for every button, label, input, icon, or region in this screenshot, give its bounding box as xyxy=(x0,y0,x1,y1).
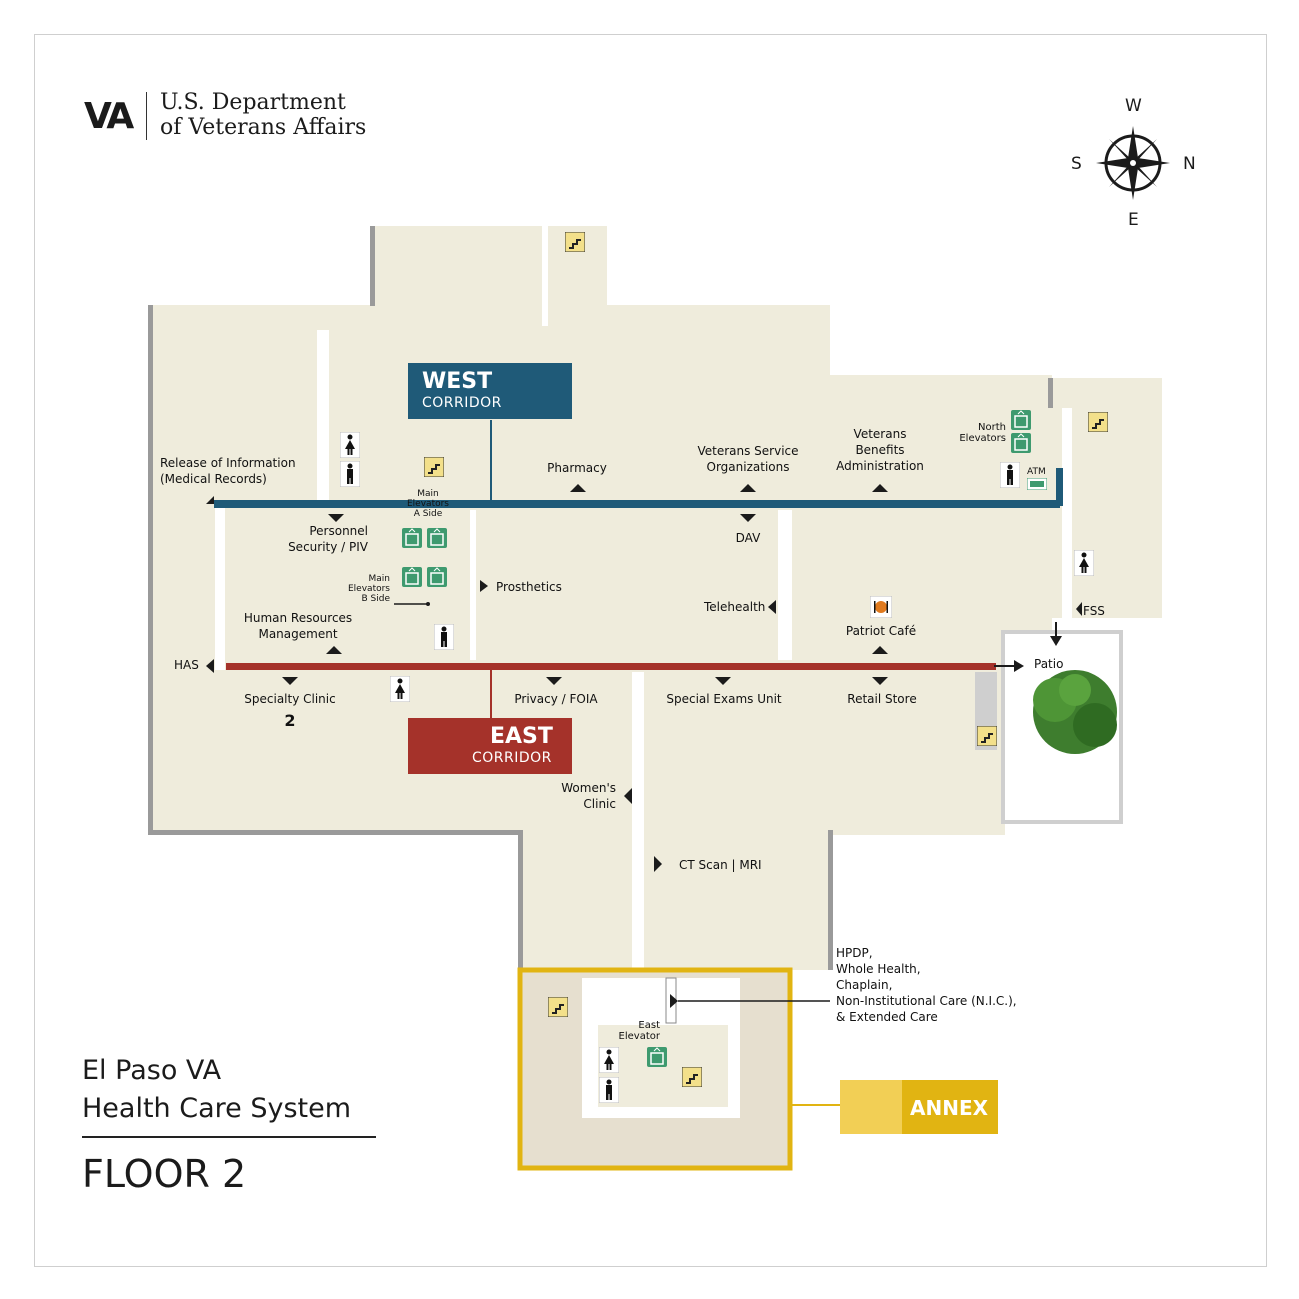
womens-clinic-label: Women's Clinic xyxy=(561,781,616,811)
north-elevators-label: North Elevators xyxy=(959,422,1006,444)
compass-north: N xyxy=(1183,154,1196,174)
specialty-clinic-number: 2 xyxy=(284,711,296,730)
org-line-2: of Veterans Affairs xyxy=(160,115,367,140)
stairs-icon xyxy=(1088,412,1108,432)
cafe-icon xyxy=(870,596,892,618)
personnel-security-label: Personnel Security / PIV xyxy=(288,524,368,554)
va-org-name: U.S. Department of Veterans Affairs xyxy=(160,90,366,140)
interior-walls xyxy=(215,226,1072,972)
floor-label: FLOOR 2 xyxy=(82,1152,247,1196)
mens-restroom-icon xyxy=(1000,462,1020,488)
fss-arrow xyxy=(1050,636,1062,646)
compass-rose-icon xyxy=(1096,126,1170,200)
east-elevator-label: East Elevator xyxy=(618,1020,660,1042)
main-elevators-a-label: Main Elevators A Side xyxy=(407,489,449,519)
compass-south: S xyxy=(1071,154,1082,174)
special-exams-label: Special Exams Unit xyxy=(666,692,782,706)
womens-restroom-icon xyxy=(340,432,360,458)
elevator-icon xyxy=(1011,433,1031,453)
tree-icon xyxy=(1033,670,1117,754)
elevator-icon xyxy=(647,1047,667,1067)
privacy-foia-label: Privacy / FOIA xyxy=(514,692,598,706)
fss-marker xyxy=(1076,602,1082,616)
ct-marker xyxy=(654,856,662,872)
specialty-marker xyxy=(282,677,298,685)
has-label: HAS xyxy=(174,658,199,672)
main-elevators-b-label: Main Elevators B Side xyxy=(348,574,390,604)
logo-divider xyxy=(146,92,147,140)
elevator-icon xyxy=(427,528,447,548)
va-logo-mark: VA xyxy=(84,96,134,137)
privacy-marker xyxy=(546,677,562,685)
mens-restroom-icon xyxy=(599,1077,619,1103)
hr-label: Human Resources Management xyxy=(243,611,353,641)
retail-marker xyxy=(872,677,888,685)
stairs-icon xyxy=(424,457,444,477)
facility-title-line1: El Paso VA xyxy=(82,1055,222,1086)
womens-restroom-icon xyxy=(1074,550,1094,576)
elevator-icon xyxy=(427,567,447,587)
wall-shadows xyxy=(148,226,1053,970)
personnel-marker xyxy=(328,514,344,522)
facility-title-line2: Health Care System xyxy=(82,1093,352,1124)
specialty-clinic-label: Specialty Clinic xyxy=(244,692,336,706)
stairs-icon xyxy=(565,232,585,252)
east-corridor-name: EAST xyxy=(490,724,553,749)
telehealth-marker xyxy=(768,600,776,614)
hpdp-label: HPDP, Whole Health, Chaplain, Non-Instit… xyxy=(836,946,1017,1024)
pharmacy-label: Pharmacy xyxy=(547,461,607,475)
hpdp-marker xyxy=(670,994,678,1008)
elevator-icon xyxy=(1011,410,1031,430)
atm-icon xyxy=(1027,478,1047,490)
hr-marker xyxy=(326,646,342,654)
compass-east: E xyxy=(1128,210,1139,230)
prosthetics-label: Prosthetics xyxy=(496,580,562,594)
womens-marker xyxy=(624,788,632,804)
stairs-icon xyxy=(548,997,568,1017)
elevator-icon xyxy=(402,528,422,548)
vso-marker xyxy=(740,484,756,492)
facility-title: El Paso VA Health Care System xyxy=(82,1052,351,1128)
west-corridor-name: WEST xyxy=(422,369,493,394)
pharmacy-marker xyxy=(570,484,586,492)
page-frame xyxy=(34,34,1267,1267)
patio-label: Patio xyxy=(1034,657,1064,671)
west-corridor-badge: WEST CORRIDOR xyxy=(408,363,572,419)
dav-label: DAV xyxy=(735,531,761,545)
elevator-icon xyxy=(402,567,422,587)
retail-store-label: Retail Store xyxy=(847,692,917,706)
prosthetics-marker xyxy=(480,580,488,592)
west-corridor-sub: CORRIDOR xyxy=(422,395,502,411)
org-line-1: U.S. Department xyxy=(160,90,346,115)
telehealth-label: Telehealth xyxy=(704,600,766,614)
title-divider xyxy=(82,1136,376,1138)
atm-label: ATM xyxy=(1027,467,1046,477)
dav-marker xyxy=(740,514,756,522)
east-corridor-sub: CORRIDOR xyxy=(472,750,552,766)
patriot-cafe-marker xyxy=(872,646,888,654)
womens-restroom-icon xyxy=(390,676,410,702)
patriot-cafe-label: Patriot Café xyxy=(845,624,917,638)
release-info-label: Release of Information (Medical Records) xyxy=(160,456,296,486)
mens-restroom-icon xyxy=(340,461,360,487)
patio-arrow xyxy=(1014,660,1024,672)
corridor-lines xyxy=(214,420,1063,720)
special-exams-marker xyxy=(715,677,731,685)
vba-label: Veterans Benefits Administration xyxy=(836,427,924,473)
release-info-marker xyxy=(206,496,214,504)
ct-mri-label: CT Scan | MRI xyxy=(679,858,762,872)
womens-restroom-icon xyxy=(599,1047,619,1073)
vso-label: Veterans Service Organizations xyxy=(697,444,799,474)
stairs-icon xyxy=(977,726,997,746)
east-corridor-badge: EAST CORRIDOR xyxy=(408,718,572,774)
has-marker xyxy=(206,659,214,673)
stairs-icon xyxy=(682,1067,702,1087)
compass-west: W xyxy=(1125,96,1142,116)
mens-restroom-icon xyxy=(434,624,454,650)
fss-label: FSS xyxy=(1083,604,1105,618)
vba-marker xyxy=(872,484,888,492)
